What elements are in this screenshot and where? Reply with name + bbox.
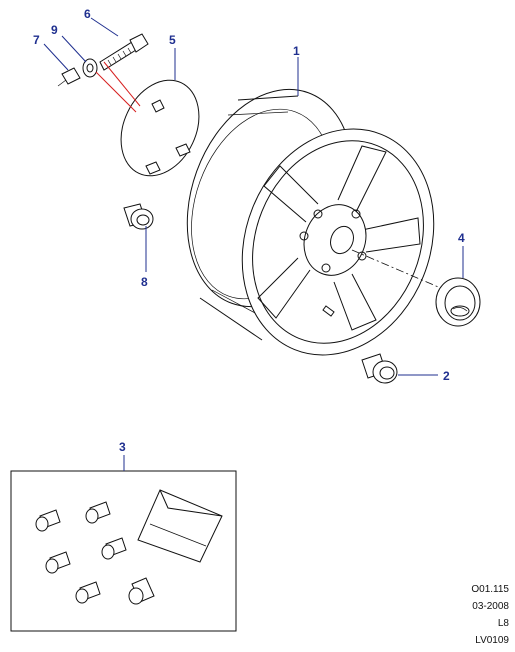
diagram-date: 03-2008 bbox=[472, 601, 509, 612]
nut bbox=[57, 67, 81, 87]
callout-2: 2 bbox=[443, 369, 450, 383]
callout-3: 3 bbox=[119, 440, 126, 454]
diagram-code: O01.115 bbox=[471, 584, 509, 595]
axis-line bbox=[351, 249, 451, 293]
locking-nut bbox=[123, 203, 154, 230]
callout-8: 8 bbox=[141, 275, 148, 289]
callout-7: 7 bbox=[33, 33, 40, 47]
callout-4: 4 bbox=[458, 231, 465, 245]
callout-9: 9 bbox=[51, 23, 58, 37]
figure-ref: LV0109 bbox=[475, 635, 509, 646]
guide-line bbox=[103, 61, 141, 107]
callout-1: 1 bbox=[293, 44, 300, 58]
callout-5: 5 bbox=[169, 33, 176, 47]
wheel-rim bbox=[186, 88, 435, 356]
model-code: L8 bbox=[497, 618, 509, 629]
cover-plate bbox=[120, 79, 200, 177]
kit-locking-nuts bbox=[35, 501, 155, 605]
callout-6: 6 bbox=[84, 7, 91, 21]
centre-cap bbox=[435, 277, 481, 327]
kit-pouch bbox=[137, 489, 223, 563]
washer bbox=[82, 58, 98, 78]
guide-line bbox=[95, 71, 137, 113]
bolt bbox=[99, 33, 149, 71]
wheel-nut bbox=[361, 353, 398, 384]
